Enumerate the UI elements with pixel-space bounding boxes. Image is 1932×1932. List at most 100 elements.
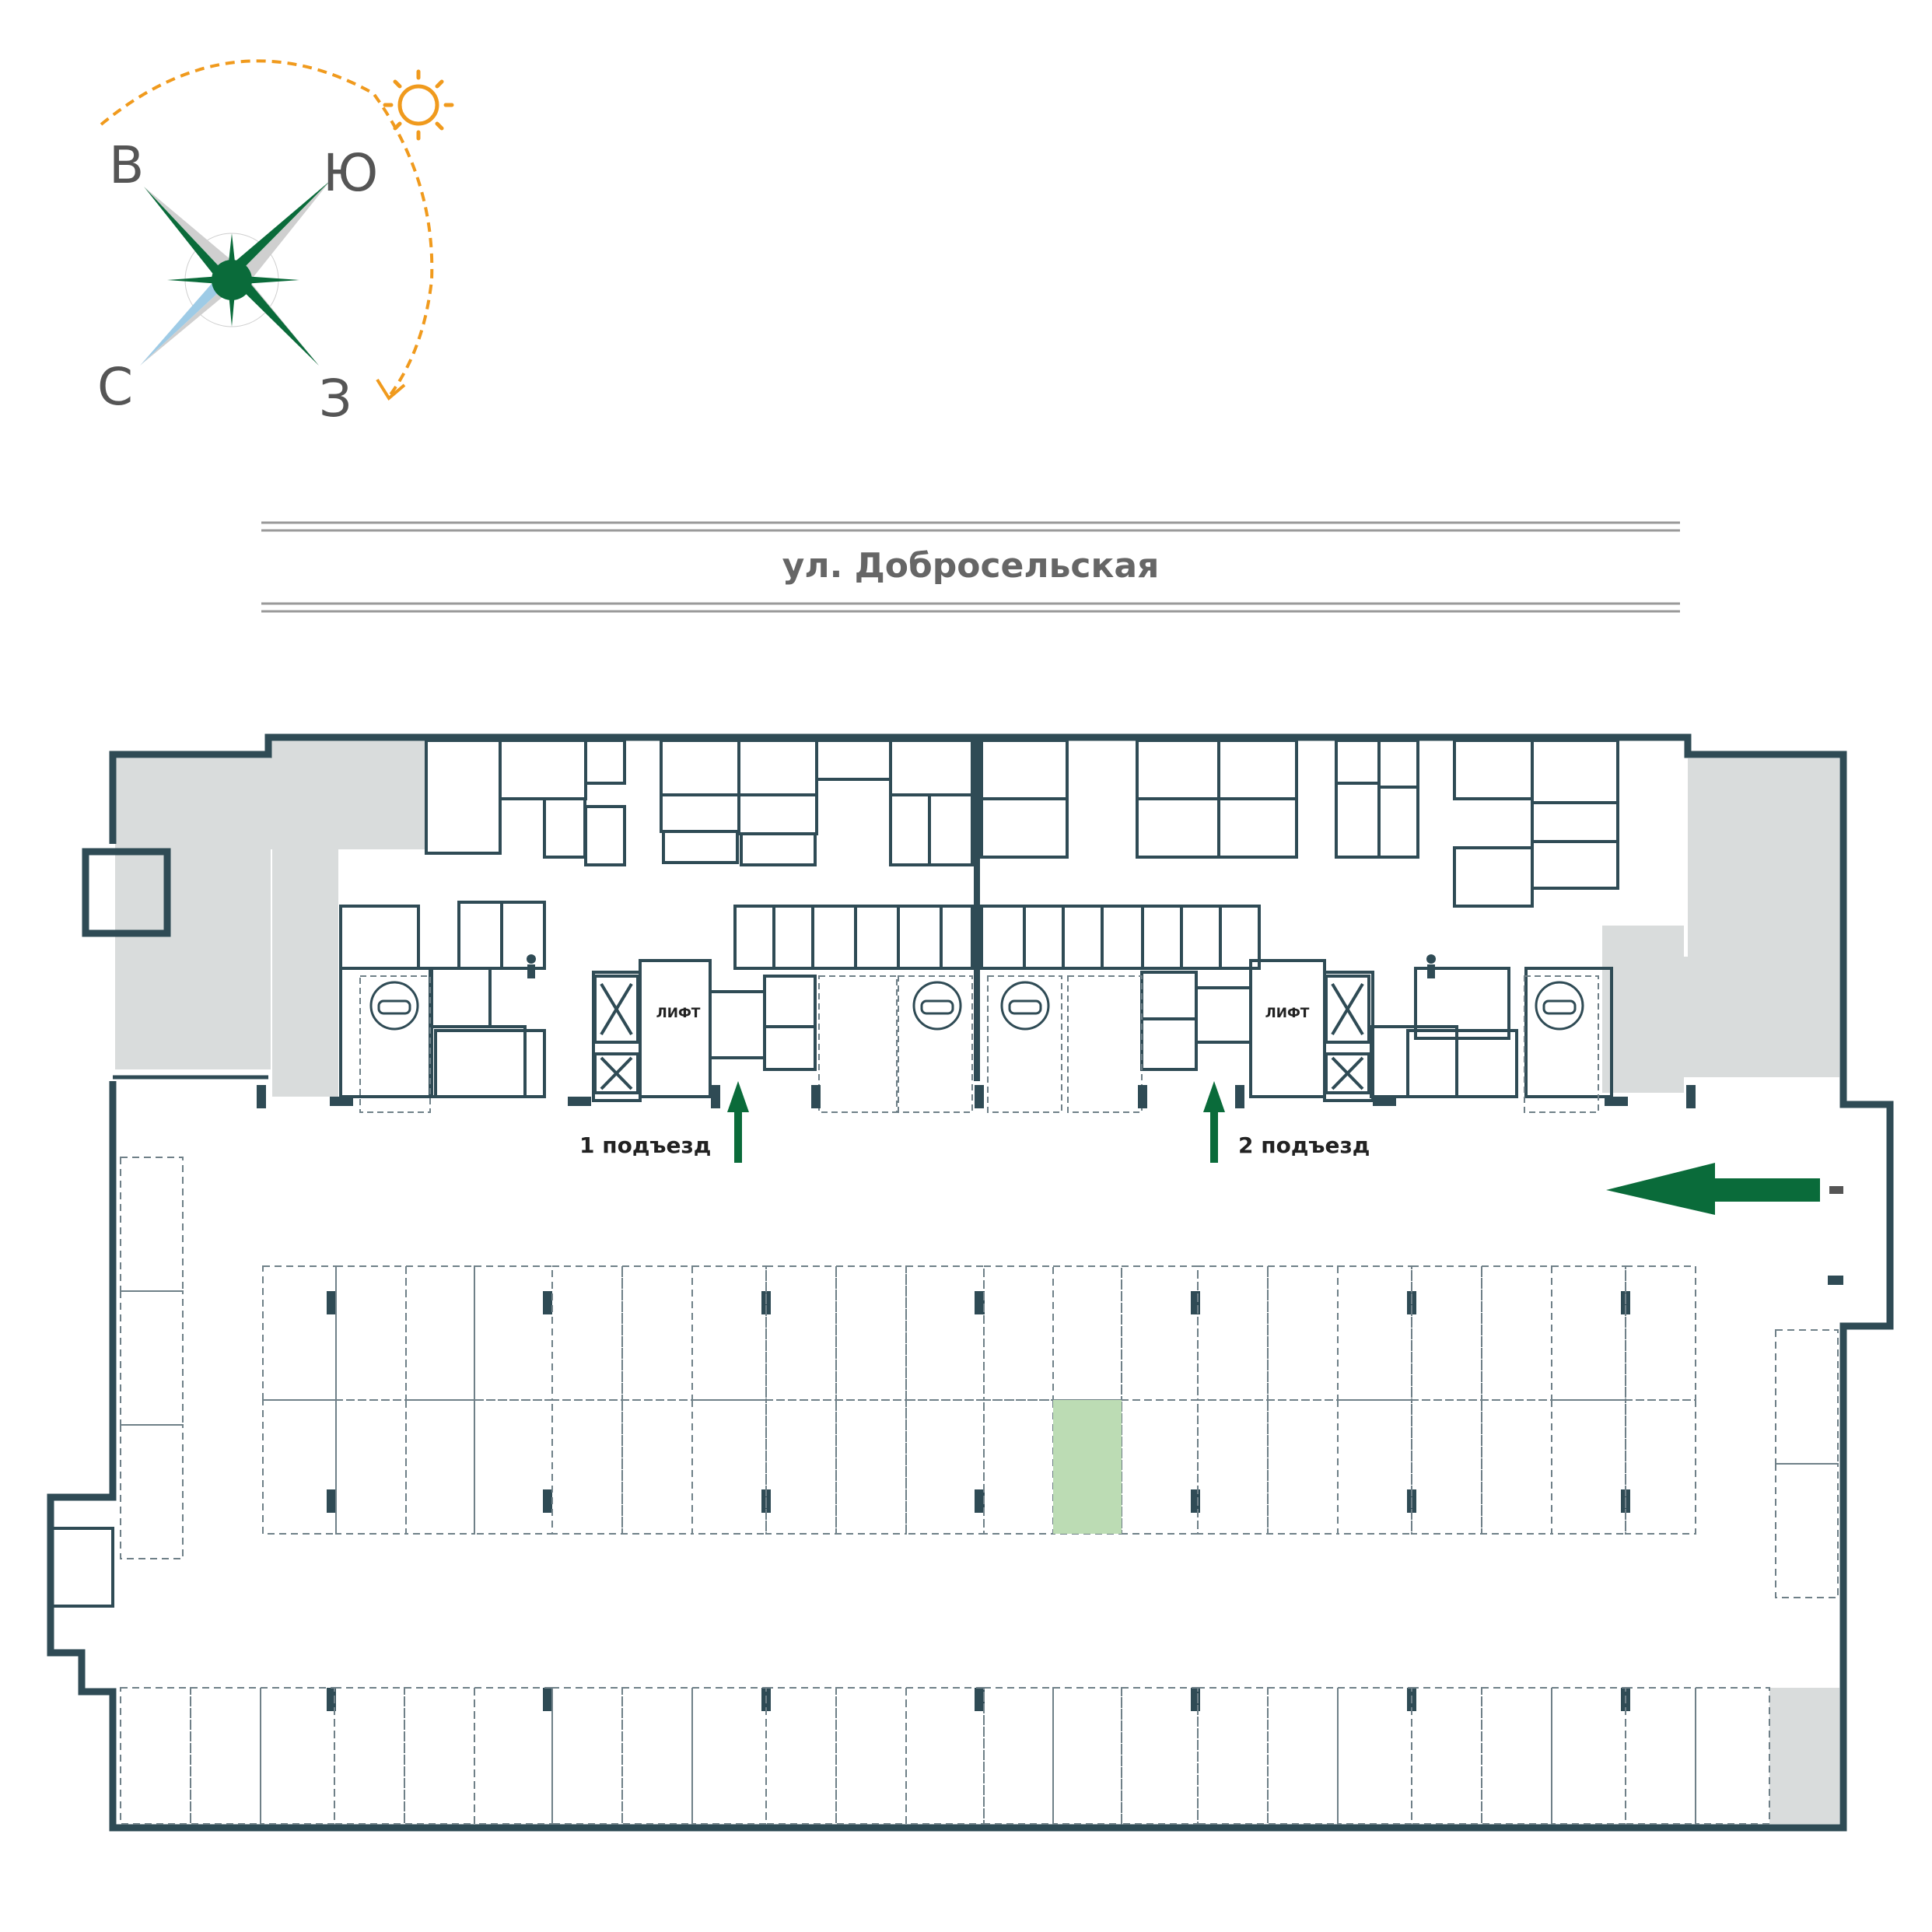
parking-column (327, 1688, 336, 1711)
parking-spot[interactable] (1197, 1265, 1269, 1401)
parking-spot[interactable] (765, 1687, 837, 1825)
street-band (261, 521, 1680, 613)
parking-spot[interactable] (1775, 1329, 1839, 1465)
parking-spot[interactable] (691, 1687, 767, 1825)
parking-spot[interactable] (905, 1399, 985, 1535)
parking-spot[interactable] (1481, 1687, 1552, 1825)
parking-spot[interactable] (120, 1157, 184, 1292)
parking-column (975, 1291, 985, 1314)
parking-spot[interactable] (621, 1265, 693, 1401)
parking-spot[interactable] (1625, 1399, 1696, 1535)
car-entry-arrow-icon (1606, 1163, 1843, 1215)
parking-spot[interactable] (1197, 1399, 1269, 1535)
parking-spot[interactable] (334, 1687, 405, 1825)
lift-shafts (593, 975, 1370, 1094)
parking-column (1191, 1291, 1200, 1314)
storage-areas (115, 740, 1839, 1824)
parking-spot[interactable] (835, 1265, 907, 1401)
parking-spot[interactable] (1337, 1687, 1412, 1825)
structural-columns (257, 1085, 1843, 1285)
entrance-2-label: 2 подъезд (1238, 1132, 1370, 1158)
parking-spot[interactable] (1337, 1399, 1412, 1535)
parking-spot[interactable] (120, 1290, 184, 1426)
entrance-arrow-icon (727, 1081, 1225, 1163)
parking-spot[interactable] (835, 1687, 907, 1825)
parking-column (543, 1489, 552, 1513)
parking-spot[interactable] (1267, 1265, 1339, 1401)
parking-spot[interactable] (765, 1265, 837, 1401)
parking-spot[interactable] (190, 1687, 261, 1825)
parking-spot[interactable] (1052, 1265, 1122, 1401)
parking-spot[interactable] (905, 1265, 985, 1401)
parking-spot[interactable] (405, 1265, 475, 1401)
parking-spot[interactable] (1052, 1687, 1122, 1825)
compass-west-label: З (319, 369, 352, 429)
outer-walls (47, 733, 1894, 1832)
parking-spot[interactable] (983, 1265, 1054, 1401)
compass-north-label: С (97, 357, 133, 417)
parking-spot[interactable] (1625, 1687, 1696, 1825)
parking-spot[interactable] (621, 1399, 693, 1535)
parking-spot[interactable] (1267, 1399, 1339, 1535)
parking-spot[interactable] (120, 1687, 191, 1825)
parking-spot[interactable] (474, 1399, 553, 1535)
parking-spot[interactable] (120, 1424, 184, 1559)
parking-spot[interactable] (1551, 1687, 1626, 1825)
compass-rose-icon: В Ю С З (97, 59, 434, 429)
parking-spot[interactable] (765, 1399, 837, 1535)
stairwells (49, 1029, 1518, 1608)
parking-spot[interactable] (1197, 1687, 1269, 1825)
parking-column (1191, 1688, 1200, 1711)
parking-spot[interactable] (551, 1265, 623, 1401)
parking-spot[interactable] (1411, 1399, 1482, 1535)
parking-spot[interactable] (1775, 1463, 1839, 1598)
parking-spot[interactable] (691, 1399, 767, 1535)
parking-spot[interactable] (1121, 1399, 1199, 1535)
parking-spot[interactable] (1267, 1687, 1339, 1825)
parking-column (327, 1291, 336, 1314)
janitor-icon (527, 954, 1436, 978)
parking-spot[interactable] (1481, 1399, 1552, 1535)
parking-spot[interactable] (1481, 1265, 1552, 1401)
parking-spot[interactable] (260, 1687, 335, 1825)
parking-spot[interactable] (262, 1265, 337, 1401)
parking-spot[interactable] (262, 1399, 337, 1535)
parking-spot[interactable] (1625, 1265, 1696, 1401)
parking-spot[interactable] (1121, 1265, 1199, 1401)
parking-spot[interactable] (404, 1687, 475, 1825)
compass-south-label: Ю (323, 143, 378, 203)
parking-spot[interactable] (474, 1265, 553, 1401)
parking-column (543, 1688, 552, 1711)
lift-label-left: ЛИФТ (656, 1006, 701, 1021)
parking-column (327, 1489, 336, 1513)
parking-spot[interactable] (1337, 1265, 1412, 1401)
parking-spot[interactable] (474, 1687, 553, 1825)
parking-spot[interactable] (905, 1687, 985, 1825)
parking-spot[interactable] (835, 1399, 907, 1535)
sun-icon (383, 69, 454, 141)
parking-spot[interactable] (621, 1687, 693, 1825)
parking-spot[interactable] (335, 1265, 407, 1401)
parking-spot[interactable] (335, 1399, 407, 1535)
highlighted-parking-spot[interactable] (1053, 1400, 1122, 1534)
parking-column (975, 1688, 985, 1711)
parking-spot[interactable] (1695, 1687, 1770, 1825)
parking-spot[interactable] (691, 1265, 767, 1401)
parking-spot[interactable] (551, 1687, 623, 1825)
parking-spot[interactable] (1551, 1265, 1626, 1401)
parking-spot[interactable] (551, 1399, 623, 1535)
apartment-storage-rooms (339, 739, 1619, 1102)
parking-spot[interactable] (405, 1399, 475, 1535)
parking-spot[interactable] (1411, 1265, 1482, 1401)
parking-spot[interactable] (1551, 1399, 1626, 1535)
street-name: ул. Добросельская (782, 546, 1160, 586)
parking-spots (120, 1157, 1839, 1825)
parking-spot[interactable] (1411, 1687, 1482, 1825)
lift-label-right: ЛИФТ (1265, 1006, 1310, 1021)
parking-spot[interactable] (983, 1687, 1054, 1825)
parking-spot[interactable] (1121, 1687, 1199, 1825)
compass-east-label: В (109, 135, 144, 195)
ev-parking-spots (359, 975, 1599, 1113)
parking-spot[interactable] (983, 1399, 1054, 1535)
